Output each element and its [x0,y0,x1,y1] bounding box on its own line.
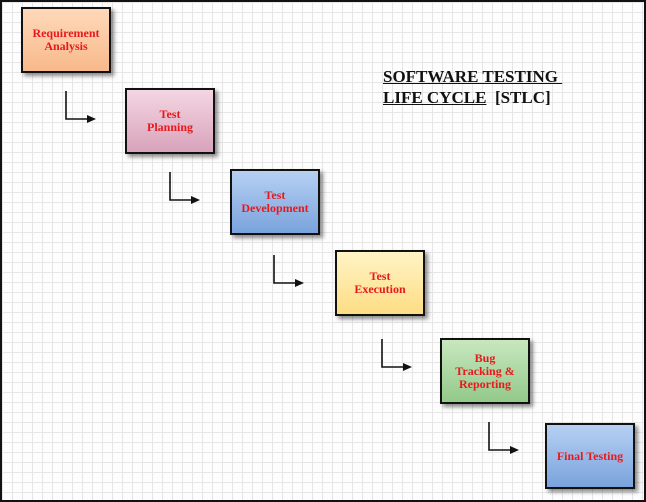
step-label: Test Execution [354,269,406,296]
step-test-development: Test Development [230,169,320,235]
step-bug-tracking-reporting: Bug Tracking & Reporting [440,338,530,404]
step-label: Test Development [241,188,309,215]
step-test-execution: Test Execution [335,250,425,316]
step-label: Requirement Analysis [32,26,100,53]
elbow-arrow-icon [65,91,96,123]
step-test-planning: Test Planning [125,88,215,154]
elbow-arrow-icon [381,339,412,371]
step-requirement-analysis: Requirement Analysis [21,7,111,73]
elbow-arrow-icon [169,172,200,204]
title-line-1: SOFTWARE TESTING [383,67,563,86]
title-line-2: LIFE CYCLE [STLC] [383,87,562,108]
step-label: Test Planning [146,107,194,134]
step-label: Final Testing [556,448,624,463]
elbow-arrow-icon [488,422,519,454]
step-final-testing: Final Testing [545,423,635,489]
title-life-cycle: LIFE CYCLE [383,88,487,107]
title-stlc: [STLC] [486,88,551,107]
elbow-arrow-icon [273,255,304,287]
diagram-title: SOFTWARE TESTING LIFE CYCLE [STLC] [383,66,562,108]
step-label: Bug Tracking & Reporting [455,350,515,391]
